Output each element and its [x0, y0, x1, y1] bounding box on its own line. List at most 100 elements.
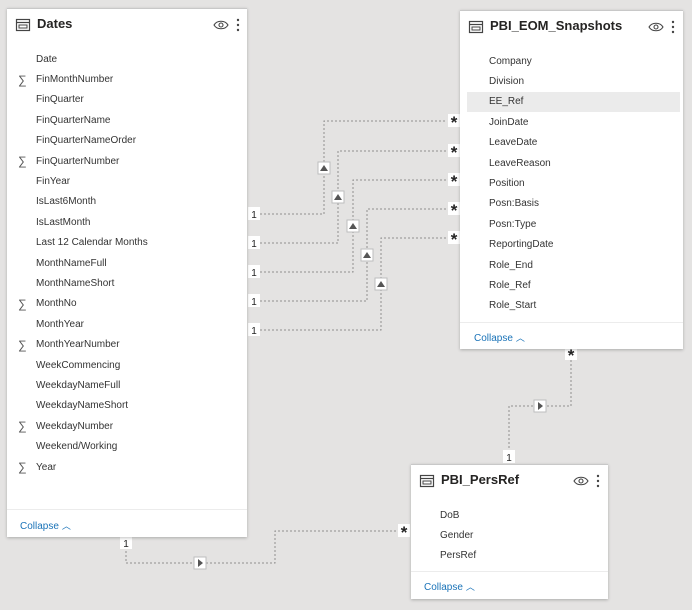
field-row[interactable]: LeaveReason: [460, 153, 683, 173]
eye-icon[interactable]: [213, 19, 229, 31]
cardinality-one-label: 1: [248, 323, 260, 337]
field-name: FinQuarter: [36, 94, 84, 106]
field-row[interactable]: Role_Start: [460, 296, 683, 316]
field-name: FinQuarterNumber: [36, 155, 120, 167]
field-row[interactable]: IsLast6Month: [7, 192, 247, 212]
filter-direction-arrow-icon[interactable]: [360, 248, 374, 262]
chevron-up-icon: ︿: [61, 521, 71, 531]
field-name: WeekdayNumber: [36, 420, 114, 432]
table-title: PBI_PersRef: [441, 472, 520, 487]
svg-text:1: 1: [251, 210, 257, 221]
filter-direction-arrow-icon[interactable]: [317, 161, 331, 175]
cardinality-one-label: 1: [248, 236, 260, 250]
filter-direction-arrow-icon[interactable]: [374, 277, 388, 291]
field-row[interactable]: IsLastMonth: [7, 212, 247, 232]
field-row[interactable]: ReportingDate: [460, 235, 683, 255]
svg-text:1: 1: [251, 239, 257, 250]
field-row[interactable]: FinQuarter: [7, 90, 247, 110]
field-name: IsLastMonth: [36, 216, 91, 228]
svg-text:*: *: [451, 172, 458, 191]
field-name: Gender: [440, 530, 474, 542]
field-row[interactable]: MonthNameShort: [7, 273, 247, 293]
table-title: Dates: [37, 16, 73, 31]
field-name: IsLast6Month: [36, 196, 97, 208]
more-options-icon[interactable]: [595, 473, 601, 489]
field-row[interactable]: Division: [460, 71, 683, 91]
svg-text:1: 1: [506, 453, 512, 464]
field-name: Weekend/Working: [36, 441, 118, 453]
cardinality-many-label: *: [448, 113, 460, 132]
field-row[interactable]: Role_End: [460, 255, 683, 275]
field-name: EE_Ref: [489, 96, 524, 108]
field-row[interactable]: DoB: [411, 505, 608, 525]
field-row[interactable]: JoinDate: [460, 112, 683, 132]
field-row[interactable]: Weekend/Working: [7, 436, 247, 456]
eye-icon[interactable]: [648, 21, 664, 33]
field-name: Division: [489, 76, 525, 88]
field-row[interactable]: Company: [460, 51, 683, 71]
cardinality-one-label: 1: [248, 294, 260, 308]
svg-text:1: 1: [251, 297, 257, 308]
field-name: Year: [36, 461, 57, 473]
field-row[interactable]: Position: [460, 173, 683, 193]
field-row[interactable]: Gender: [411, 525, 608, 545]
field-name: LeaveDate: [489, 137, 538, 149]
field-row[interactable]: MonthYear: [7, 314, 247, 334]
field-name: LeaveReason: [489, 157, 551, 169]
filter-direction-arrow-icon[interactable]: [346, 219, 360, 233]
field-row[interactable]: ∑MonthNo: [7, 294, 247, 314]
field-row[interactable]: FinQuarterNameOrder: [7, 131, 247, 151]
sigma-icon: ∑: [18, 337, 27, 352]
field-row[interactable]: Posn:Basis: [460, 194, 683, 214]
card-header[interactable]: PBI_EOM_Snapshots: [460, 11, 683, 41]
filter-direction-arrow-icon[interactable]: [331, 190, 345, 204]
eye-icon[interactable]: [573, 475, 589, 487]
field-row[interactable]: ∑ Year: [7, 457, 247, 477]
field-row[interactable]: Last 12 Calendar Months: [7, 233, 247, 253]
more-options-icon[interactable]: [235, 17, 241, 33]
collapse-button[interactable]: Collapse︿: [424, 580, 475, 593]
card-header[interactable]: PBI_PersRef: [411, 465, 608, 495]
relationship-line: [252, 237, 446, 331]
field-row[interactable]: Posn:Type: [460, 214, 683, 234]
more-options-icon[interactable]: [670, 19, 676, 35]
field-name: WeekdayNameFull: [36, 379, 121, 391]
table-icon: [468, 20, 484, 34]
card-header[interactable]: Dates: [7, 9, 247, 39]
field-name: FinMonthNumber: [36, 74, 114, 86]
field-row[interactable]: WeekdayNameFull: [7, 375, 247, 395]
field-row[interactable]: WeekdayNameShort: [7, 396, 247, 416]
field-row[interactable]: LeaveDate: [460, 133, 683, 153]
field-row[interactable]: PersRef: [411, 546, 608, 566]
sigma-icon: ∑: [18, 296, 27, 311]
field-row[interactable]: FinQuarterName: [7, 110, 247, 130]
field-row[interactable]: ∑MonthYearNumber: [7, 334, 247, 354]
filter-direction-arrow-icon[interactable]: [193, 556, 207, 570]
field-row[interactable]: WeekCommencing: [7, 355, 247, 375]
cardinality-many-label: *: [398, 523, 410, 542]
field-name: DoB: [440, 509, 460, 521]
field-name: Posn:Type: [489, 218, 537, 230]
field-row[interactable]: ∑FinMonthNumber: [7, 69, 247, 89]
filter-direction-arrow-icon[interactable]: [533, 399, 547, 413]
sigma-icon: ∑: [18, 460, 27, 474]
cardinality-many-label: *: [448, 230, 460, 249]
field-name: Position: [489, 178, 525, 190]
field-name: FinQuarterName: [36, 114, 111, 126]
collapse-button[interactable]: Collapse︿: [474, 331, 525, 344]
field-row[interactable]: EE_Ref: [467, 91, 680, 113]
svg-text:1: 1: [251, 326, 257, 337]
field-row[interactable]: ∑WeekdayNumber: [7, 416, 247, 436]
field-row[interactable]: ∑FinQuarterNumber: [7, 151, 247, 171]
field-row[interactable]: FinYear: [7, 171, 247, 191]
collapse-button[interactable]: Collapse︿: [20, 519, 71, 532]
field-row[interactable]: Role_Ref: [460, 275, 683, 295]
field-row[interactable]: Date: [7, 49, 247, 69]
cardinality-many-label: *: [448, 201, 460, 220]
field-row[interactable]: MonthNameFull: [7, 253, 247, 273]
